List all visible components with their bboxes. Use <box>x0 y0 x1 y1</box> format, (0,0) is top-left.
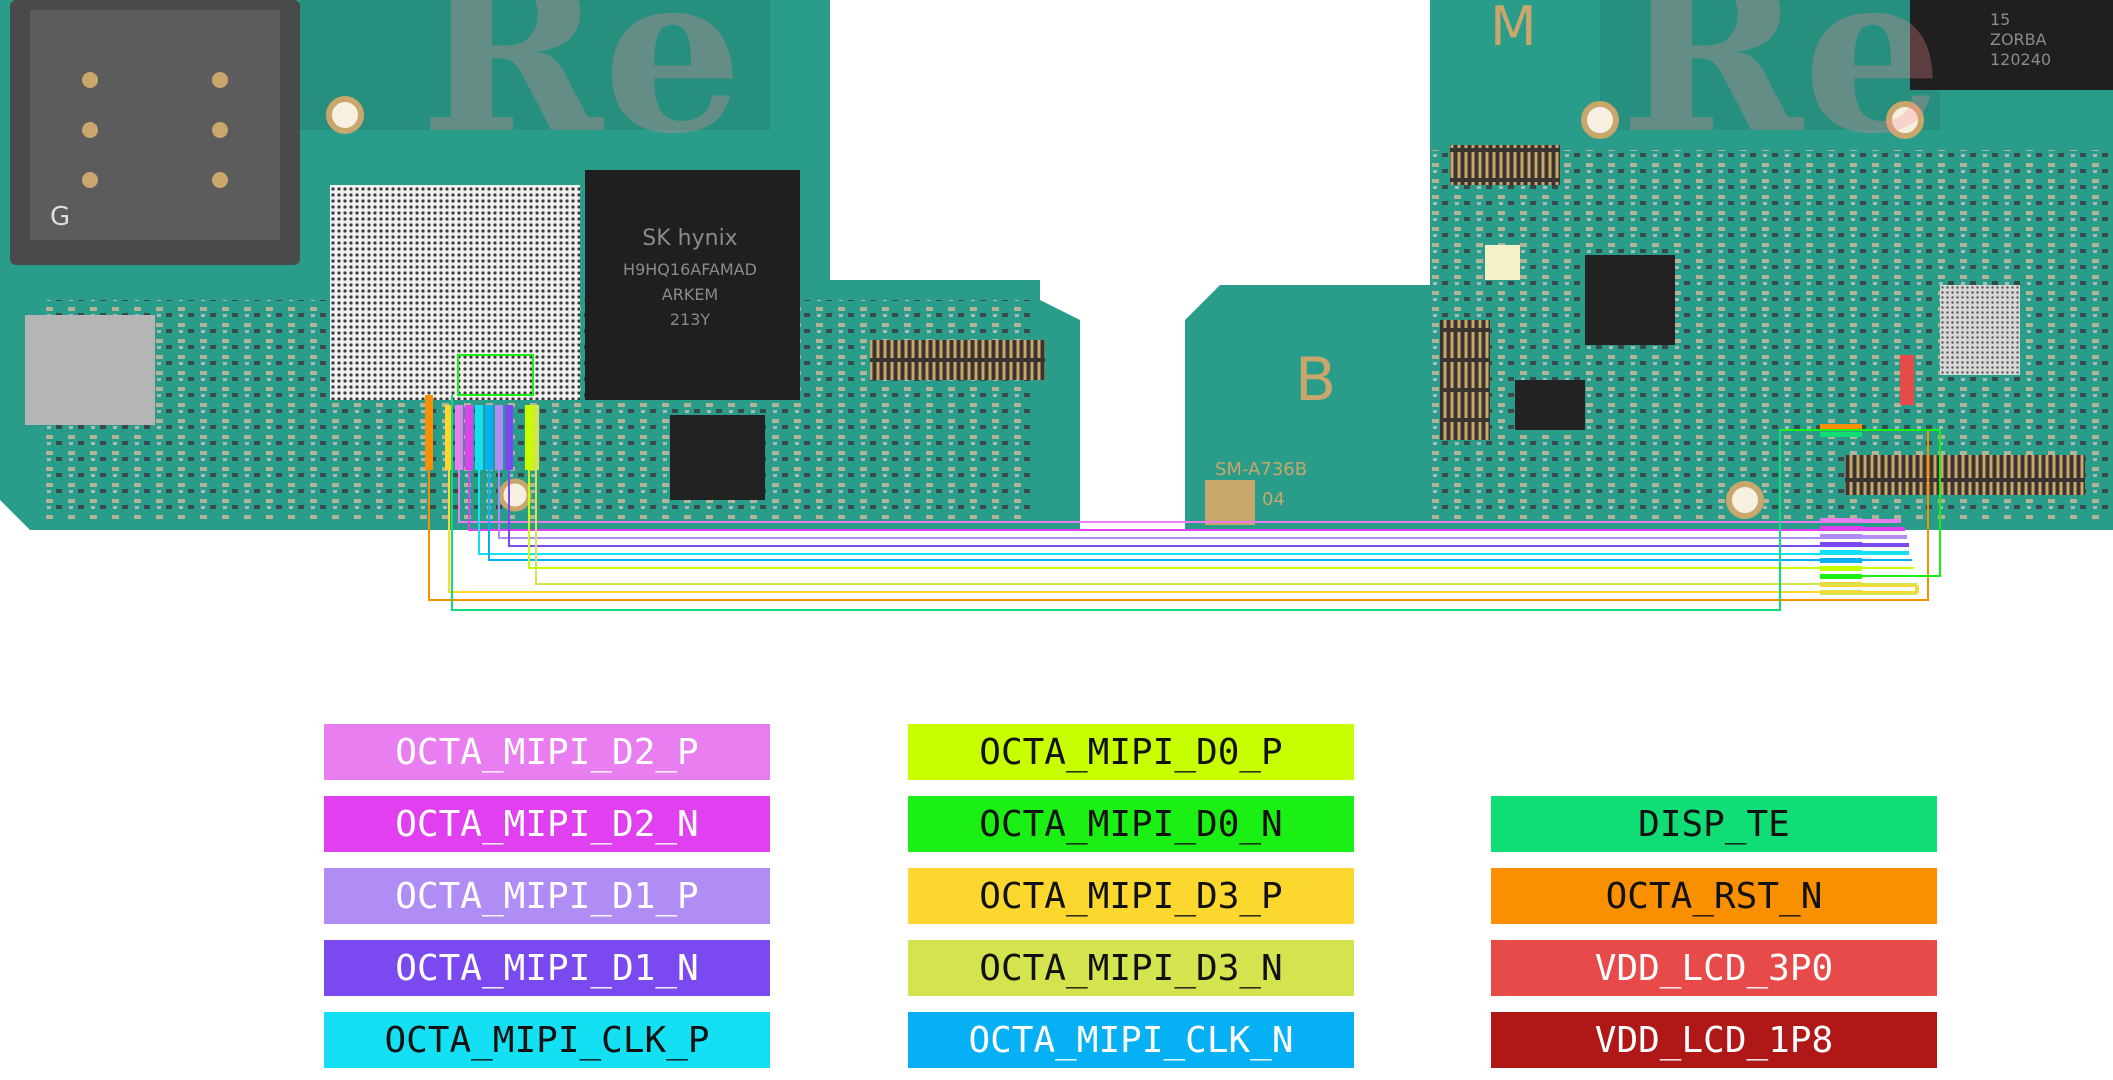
lcd-connector <box>1845 455 2085 495</box>
shield-can <box>25 315 155 425</box>
legend-label-disp-te: DISP_TE <box>1491 796 1937 852</box>
left-board: G SK hynix H9HQ16AFAMAD ARKEM 213Y <box>0 0 1080 530</box>
legend-label-octa-mipi-clk-n: OCTA_MIPI_CLK_N <box>908 1012 1354 1068</box>
legend-label-vdd-lcd-1p8: VDD_LCD_1P8 <box>1491 1012 1937 1068</box>
legend-label-octa-mipi-clk-p: OCTA_MIPI_CLK_P <box>324 1012 770 1068</box>
chip-small <box>670 415 765 500</box>
fpc-connector-left <box>870 340 1045 380</box>
legend-label-vdd-lcd-3p0: VDD_LCD_3P0 <box>1491 940 1937 996</box>
sim-mark: G <box>50 202 70 232</box>
chip-text: SK hynix <box>642 226 737 251</box>
memory-chip <box>585 170 800 400</box>
legend-label-octa-mipi-d3-p: OCTA_MIPI_D3_P <box>908 868 1354 924</box>
svg-text:Re: Re <box>1620 0 1943 182</box>
qr-code <box>1205 480 1255 525</box>
watermark-logo: Re Re <box>420 0 1943 182</box>
chip-text: 120240 <box>1990 50 2051 69</box>
bga-pads-right <box>1940 285 2020 375</box>
svg-text:Re: Re <box>420 0 743 182</box>
silk-letter-m: M <box>1490 0 1537 58</box>
chip-text: H9HQ16AFAMAD <box>623 260 757 279</box>
revision-marking: 04 <box>1262 489 1285 510</box>
legend-label-octa-mipi-d1-p: OCTA_MIPI_D1_P <box>324 868 770 924</box>
legend-label-octa-mipi-d3-n: OCTA_MIPI_D3_N <box>908 940 1354 996</box>
right-chip <box>1910 0 2113 90</box>
legend-label-octa-mipi-d0-n: OCTA_MIPI_D0_N <box>908 796 1354 852</box>
legend-label-octa-mipi-d0-p: OCTA_MIPI_D0_P <box>908 724 1354 780</box>
legend-label-octa-mipi-d1-n: OCTA_MIPI_D1_N <box>324 940 770 996</box>
vdd-marker <box>1900 355 1914 405</box>
chip-text: ZORBA <box>1990 30 2047 49</box>
legend-label-octa-mipi-d2-n: OCTA_MIPI_D2_N <box>324 796 770 852</box>
chip-text: 213Y <box>670 310 711 329</box>
legend-label-octa-mipi-d2-p: OCTA_MIPI_D2_P <box>324 724 770 780</box>
bga-pads <box>330 185 580 400</box>
pcb-board-photo: G SK hynix H9HQ16AFAMAD ARKEM 213Y 15 <box>0 0 2113 611</box>
signal-markers-left <box>425 354 539 470</box>
chip-text: 15 <box>1990 10 2010 29</box>
fpc-connector-mid <box>1440 320 1490 440</box>
fpc-connector-top <box>1450 145 1560 185</box>
right-board: 15 ZORBA 120240 B M SM-A736B 04 <box>1185 0 2113 530</box>
pcb-illustration: G SK hynix H9HQ16AFAMAD ARKEM 213Y 15 <box>0 0 2113 611</box>
silk-letter-b: B <box>1295 345 1336 415</box>
legend-label-octa-rst-n: OCTA_RST_N <box>1491 868 1937 924</box>
signal-traces <box>428 395 1941 611</box>
model-marking: SM-A736B <box>1215 459 1307 480</box>
chip-text: ARKEM <box>662 285 718 304</box>
